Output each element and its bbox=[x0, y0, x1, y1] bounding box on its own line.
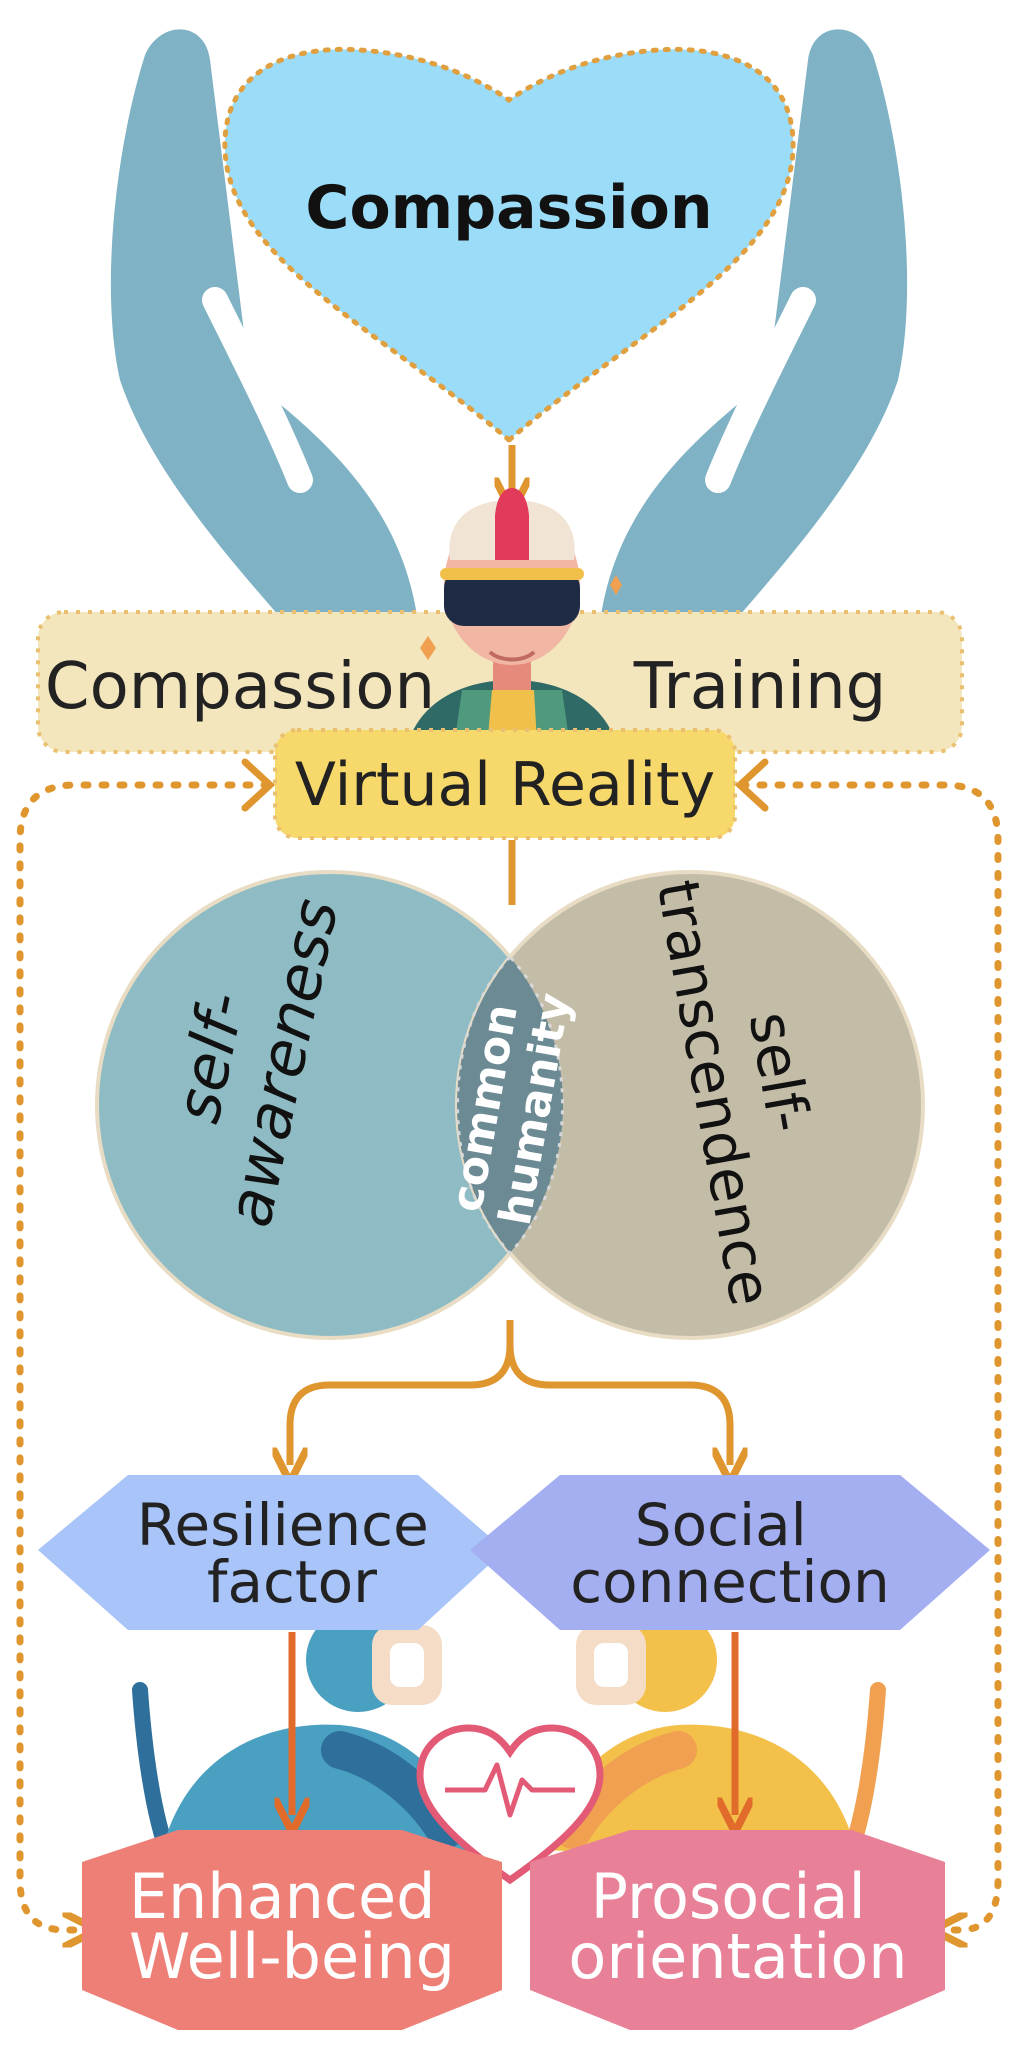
heartbeat-icon bbox=[416, 1724, 604, 1885]
social-hexagon bbox=[470, 1475, 990, 1630]
people-icon bbox=[132, 1608, 886, 1868]
hand-highlight bbox=[202, 287, 816, 493]
arrowhead-left-in bbox=[241, 758, 276, 812]
fork-arrow-right bbox=[506, 1344, 730, 1465]
prosocial-label: Prosocial orientation bbox=[568, 1860, 907, 1993]
banner-left-label: Compassion bbox=[45, 650, 435, 724]
heart-label: Compassion bbox=[305, 173, 712, 243]
resilience-hexagon bbox=[38, 1475, 505, 1630]
prosocial-box bbox=[530, 1830, 945, 2030]
social-label: Social connection bbox=[570, 1491, 890, 1616]
vr-box bbox=[273, 728, 737, 840]
fork-arrow-left bbox=[290, 1320, 514, 1465]
arrowhead-right-in bbox=[734, 758, 769, 812]
feedback-arrow-right bbox=[738, 781, 1002, 1930]
wellbeing-box bbox=[82, 1830, 502, 2030]
wellbeing-label: Enhanced Well-being bbox=[129, 1860, 455, 1993]
heart-icon bbox=[222, 46, 796, 444]
resilience-label: Resilience factor bbox=[137, 1491, 447, 1616]
hands-icon bbox=[110, 29, 908, 640]
feedback-arrow-left bbox=[16, 781, 272, 1930]
vr-label: Virtual Reality bbox=[295, 750, 715, 820]
venn-lens-outline bbox=[456, 954, 564, 1256]
banner-right-label: Training bbox=[633, 650, 887, 724]
